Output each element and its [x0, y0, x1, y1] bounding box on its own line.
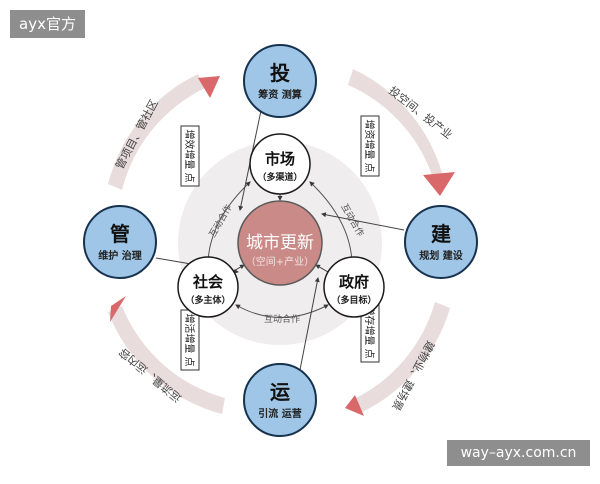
outer-node-jian: 建 规划 建设	[404, 205, 478, 279]
svg-text:筹资 测算: 筹资 测算	[258, 88, 301, 101]
cycle-arrowhead-top-left	[198, 76, 220, 98]
arrow-gov-center	[315, 264, 329, 273]
svg-text:管: 管	[110, 222, 130, 246]
cycle-arrowhead-bottom-left	[110, 296, 126, 322]
svg-text:维护 治理: 维护 治理	[98, 249, 141, 262]
connector-yun	[297, 277, 320, 381]
watermark-badge-bottom-right: way–ayx.com.cn	[447, 440, 590, 466]
outer-node-tou: 投 筹资 测算	[243, 44, 317, 118]
cycle-arrowhead-bottom-right	[345, 395, 364, 416]
inner-node-gov: 政府 （多目标）	[323, 256, 385, 318]
interaction-arc-market-gov	[309, 181, 355, 263]
gain-label-vitality: 增活增量 点	[180, 309, 200, 371]
connector-jian	[321, 212, 405, 231]
svg-text:政府: 政府	[339, 273, 369, 291]
cycle-arc-bottom-left	[108, 306, 225, 414]
svg-text:增资增量 点: 增资增量 点	[363, 119, 376, 172]
svg-text:增存增量 点: 增存增量 点	[363, 305, 376, 358]
cycle-arc-top-right	[348, 69, 445, 184]
cycle-label-top-left: 管项目、管社区	[112, 97, 161, 172]
svg-text:增活增量 点: 增活增量 点	[183, 313, 196, 366]
interaction-arc-society-gov	[235, 304, 329, 318]
svg-text:（多渠道）: （多渠道）	[257, 171, 302, 183]
interaction-arc-market-society	[205, 181, 251, 263]
cycle-arc-bottom-right	[352, 302, 450, 414]
interaction-label-bottom: 互动合作	[264, 313, 300, 325]
inner-node-market: 市场 （多渠道）	[249, 133, 311, 195]
center-node: 城市更新 （空间+产业）	[237, 200, 323, 286]
svg-text:规划 建设: 规划 建设	[419, 249, 462, 262]
cycle-arc-top-left	[108, 74, 205, 190]
svg-text:社会: 社会	[192, 273, 223, 291]
cycle-arrowhead-top-right	[423, 172, 455, 196]
svg-text:（多主体）: （多主体）	[185, 294, 230, 306]
svg-text:建: 建	[431, 222, 451, 246]
center-title: 城市更新	[246, 233, 314, 253]
svg-text:增效增量 点: 增效增量 点	[183, 129, 196, 182]
svg-text:投: 投	[270, 61, 290, 85]
gain-label-efficiency: 增效增量 点	[180, 125, 200, 187]
outer-node-yun: 运 引流 运营	[243, 363, 317, 437]
outer-node-guan: 管 维护 治理	[83, 205, 157, 279]
svg-text:运: 运	[270, 380, 290, 404]
center-subtitle: （空间+产业）	[246, 255, 314, 268]
watermark-badge-top-left: ayx官方	[10, 10, 85, 38]
svg-text:（多目标）: （多目标）	[331, 294, 376, 306]
gain-label-value: 增资增量 点	[360, 115, 380, 177]
svg-text:市场: 市场	[265, 150, 295, 168]
inner-node-society: 社会 （多主体）	[177, 256, 239, 318]
svg-text:引流 运营: 引流 运营	[258, 407, 301, 420]
